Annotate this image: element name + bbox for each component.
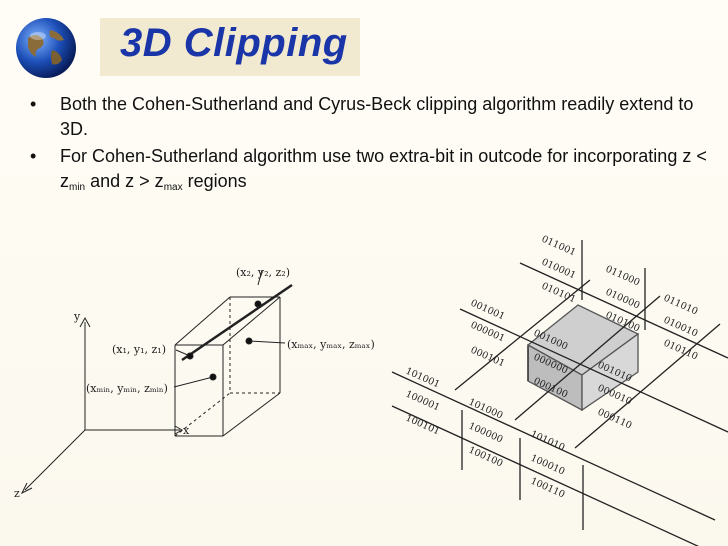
bullet-text: Both the Cohen-Sutherland and Cyrus-Beck…	[60, 94, 694, 139]
x-axis-label: x	[183, 424, 190, 437]
right-figure	[391, 240, 728, 546]
point-marker	[209, 373, 217, 381]
bullet-list: • Both the Cohen-Sutherland and Cyrus-Be…	[30, 92, 710, 202]
point-label-min: (xₘᵢₙ, yₘᵢₙ, zₘᵢₙ)	[86, 382, 168, 395]
outcode-label: 100010	[529, 453, 567, 478]
outcode-label: 001001	[469, 298, 507, 323]
pmax-leader	[248, 340, 286, 344]
point-marker	[186, 352, 194, 360]
bullet-dot: •	[30, 146, 37, 166]
left-figure	[20, 269, 293, 495]
p2-leader	[257, 269, 263, 286]
outcode-label: 101010	[529, 429, 567, 454]
point-label-p2: (x₂, y₂, z₂)	[236, 266, 290, 279]
clip-line	[181, 283, 293, 362]
y-axis-label: y	[73, 310, 81, 323]
outcode-label: 010110	[662, 338, 700, 363]
outcode-label: 010101	[540, 281, 578, 306]
bullet-item: • Both the Cohen-Sutherland and Cyrus-Be…	[30, 92, 710, 142]
z-axis	[24, 429, 86, 491]
clipping-figures: y x z (x₂, y₂, z₂) (x₁, y₁, z₁) (xₘₐₓ, y…	[14, 234, 728, 546]
slide-title: 3D Clipping	[120, 21, 348, 65]
bullet-item: • For Cohen-Sutherland algorithm use two…	[30, 144, 710, 200]
outcode-label: 011001	[540, 234, 578, 259]
outcode-label: 100101	[404, 413, 442, 438]
clip-region-side	[581, 332, 639, 412]
point-label-p1: (x₁, y₁, z₁)	[112, 343, 166, 356]
point-label-max: (xₘₐₓ, yₘₐₓ, zₘₐₓ)	[287, 338, 375, 351]
point-marker	[254, 300, 262, 308]
outcode-label: 000001	[469, 320, 507, 345]
pmin-leader	[173, 376, 214, 388]
outcode-label: 000110	[596, 407, 634, 432]
outcode-label: 100110	[529, 476, 567, 501]
outcode-label: 010001	[540, 257, 578, 282]
point-marker	[245, 337, 253, 345]
outcode-label: 100000	[467, 421, 505, 446]
outcode-label: 000101	[469, 345, 507, 370]
outcode-label: 010000	[604, 287, 642, 312]
title-bar: 3D Clipping	[0, 6, 728, 78]
bullet-dot: •	[30, 94, 37, 114]
clip-box	[174, 296, 281, 437]
outcode-label: 101001	[404, 366, 442, 391]
bullet-text: For Cohen-Sutherland algorithm use two e…	[60, 146, 707, 193]
outcode-label: 101000	[467, 397, 505, 422]
z-axis-label: z	[14, 487, 20, 500]
globe-icon	[16, 18, 76, 78]
outcode-label: 011000	[604, 264, 642, 289]
title-band	[100, 18, 360, 76]
outcode-labels: 011001 010001 010101 011000 010000 01010…	[404, 234, 700, 501]
outcode-label: 011010	[662, 293, 700, 318]
